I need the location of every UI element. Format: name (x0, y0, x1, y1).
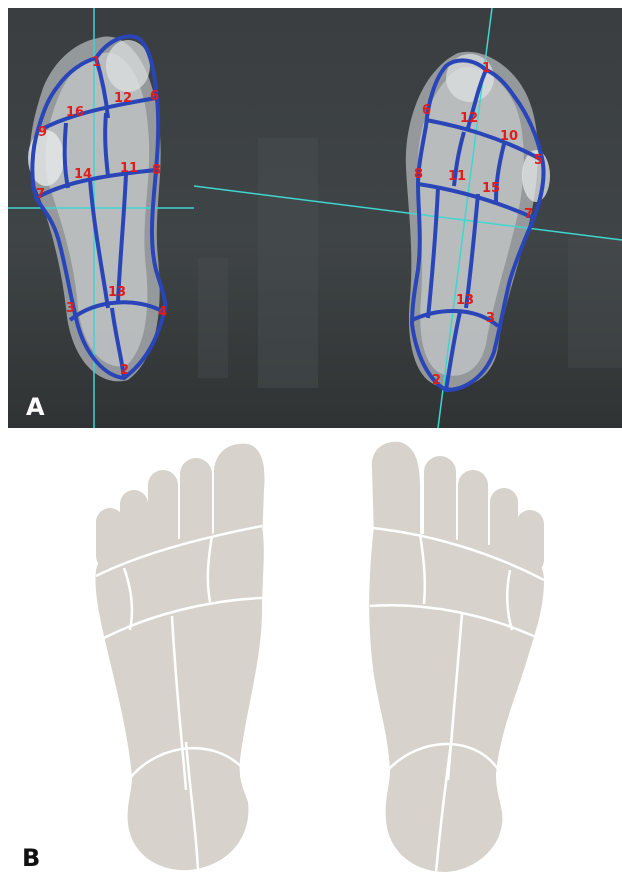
region-number: 12 (114, 91, 132, 106)
region-number: 13 (108, 285, 126, 300)
region-number: 3 (486, 311, 495, 326)
background-shape (198, 258, 228, 378)
sole (95, 526, 263, 870)
big-toe (214, 444, 264, 540)
region-number: 1 (92, 55, 101, 70)
big-toe (372, 442, 420, 540)
region-number: 9 (38, 125, 47, 140)
region-number: 6 (150, 89, 159, 104)
region-number: 8 (414, 167, 423, 182)
panel-label-b: B (22, 846, 40, 870)
foot-schematic (0, 430, 622, 876)
panel-label-a: A (26, 395, 45, 419)
region-number: 12 (460, 111, 478, 126)
region-number: 16 (66, 105, 84, 120)
region-number: 5 (534, 153, 543, 168)
thermal-image-panel: 1 16 12 6 9 14 11 8 7 13 3 4 2 1 6 12 10… (8, 8, 622, 428)
region-number: 14 (74, 167, 92, 182)
region-number: 11 (120, 161, 138, 176)
region-number: 15 (482, 181, 500, 196)
region-number: 3 (66, 301, 75, 316)
region-number: 2 (432, 373, 441, 388)
background-shape (258, 138, 318, 388)
region-number: 7 (36, 187, 45, 202)
left-foot-schematic (95, 444, 264, 871)
region-number: 8 (152, 163, 161, 178)
region-number: 1 (482, 61, 491, 76)
right-foot-schematic (369, 442, 544, 872)
region-number: 4 (158, 305, 167, 320)
region-number: 7 (524, 207, 533, 222)
schematic-panel: B (0, 430, 622, 876)
background-shape (568, 238, 622, 368)
region-number: 13 (456, 293, 474, 308)
region-number: 11 (448, 169, 466, 184)
sole (369, 526, 544, 872)
region-number: 6 (422, 103, 431, 118)
region-number: 2 (120, 363, 129, 378)
thermal-image: 1 16 12 6 9 14 11 8 7 13 3 4 2 1 6 12 10… (8, 8, 622, 428)
region-number: 10 (500, 129, 518, 144)
